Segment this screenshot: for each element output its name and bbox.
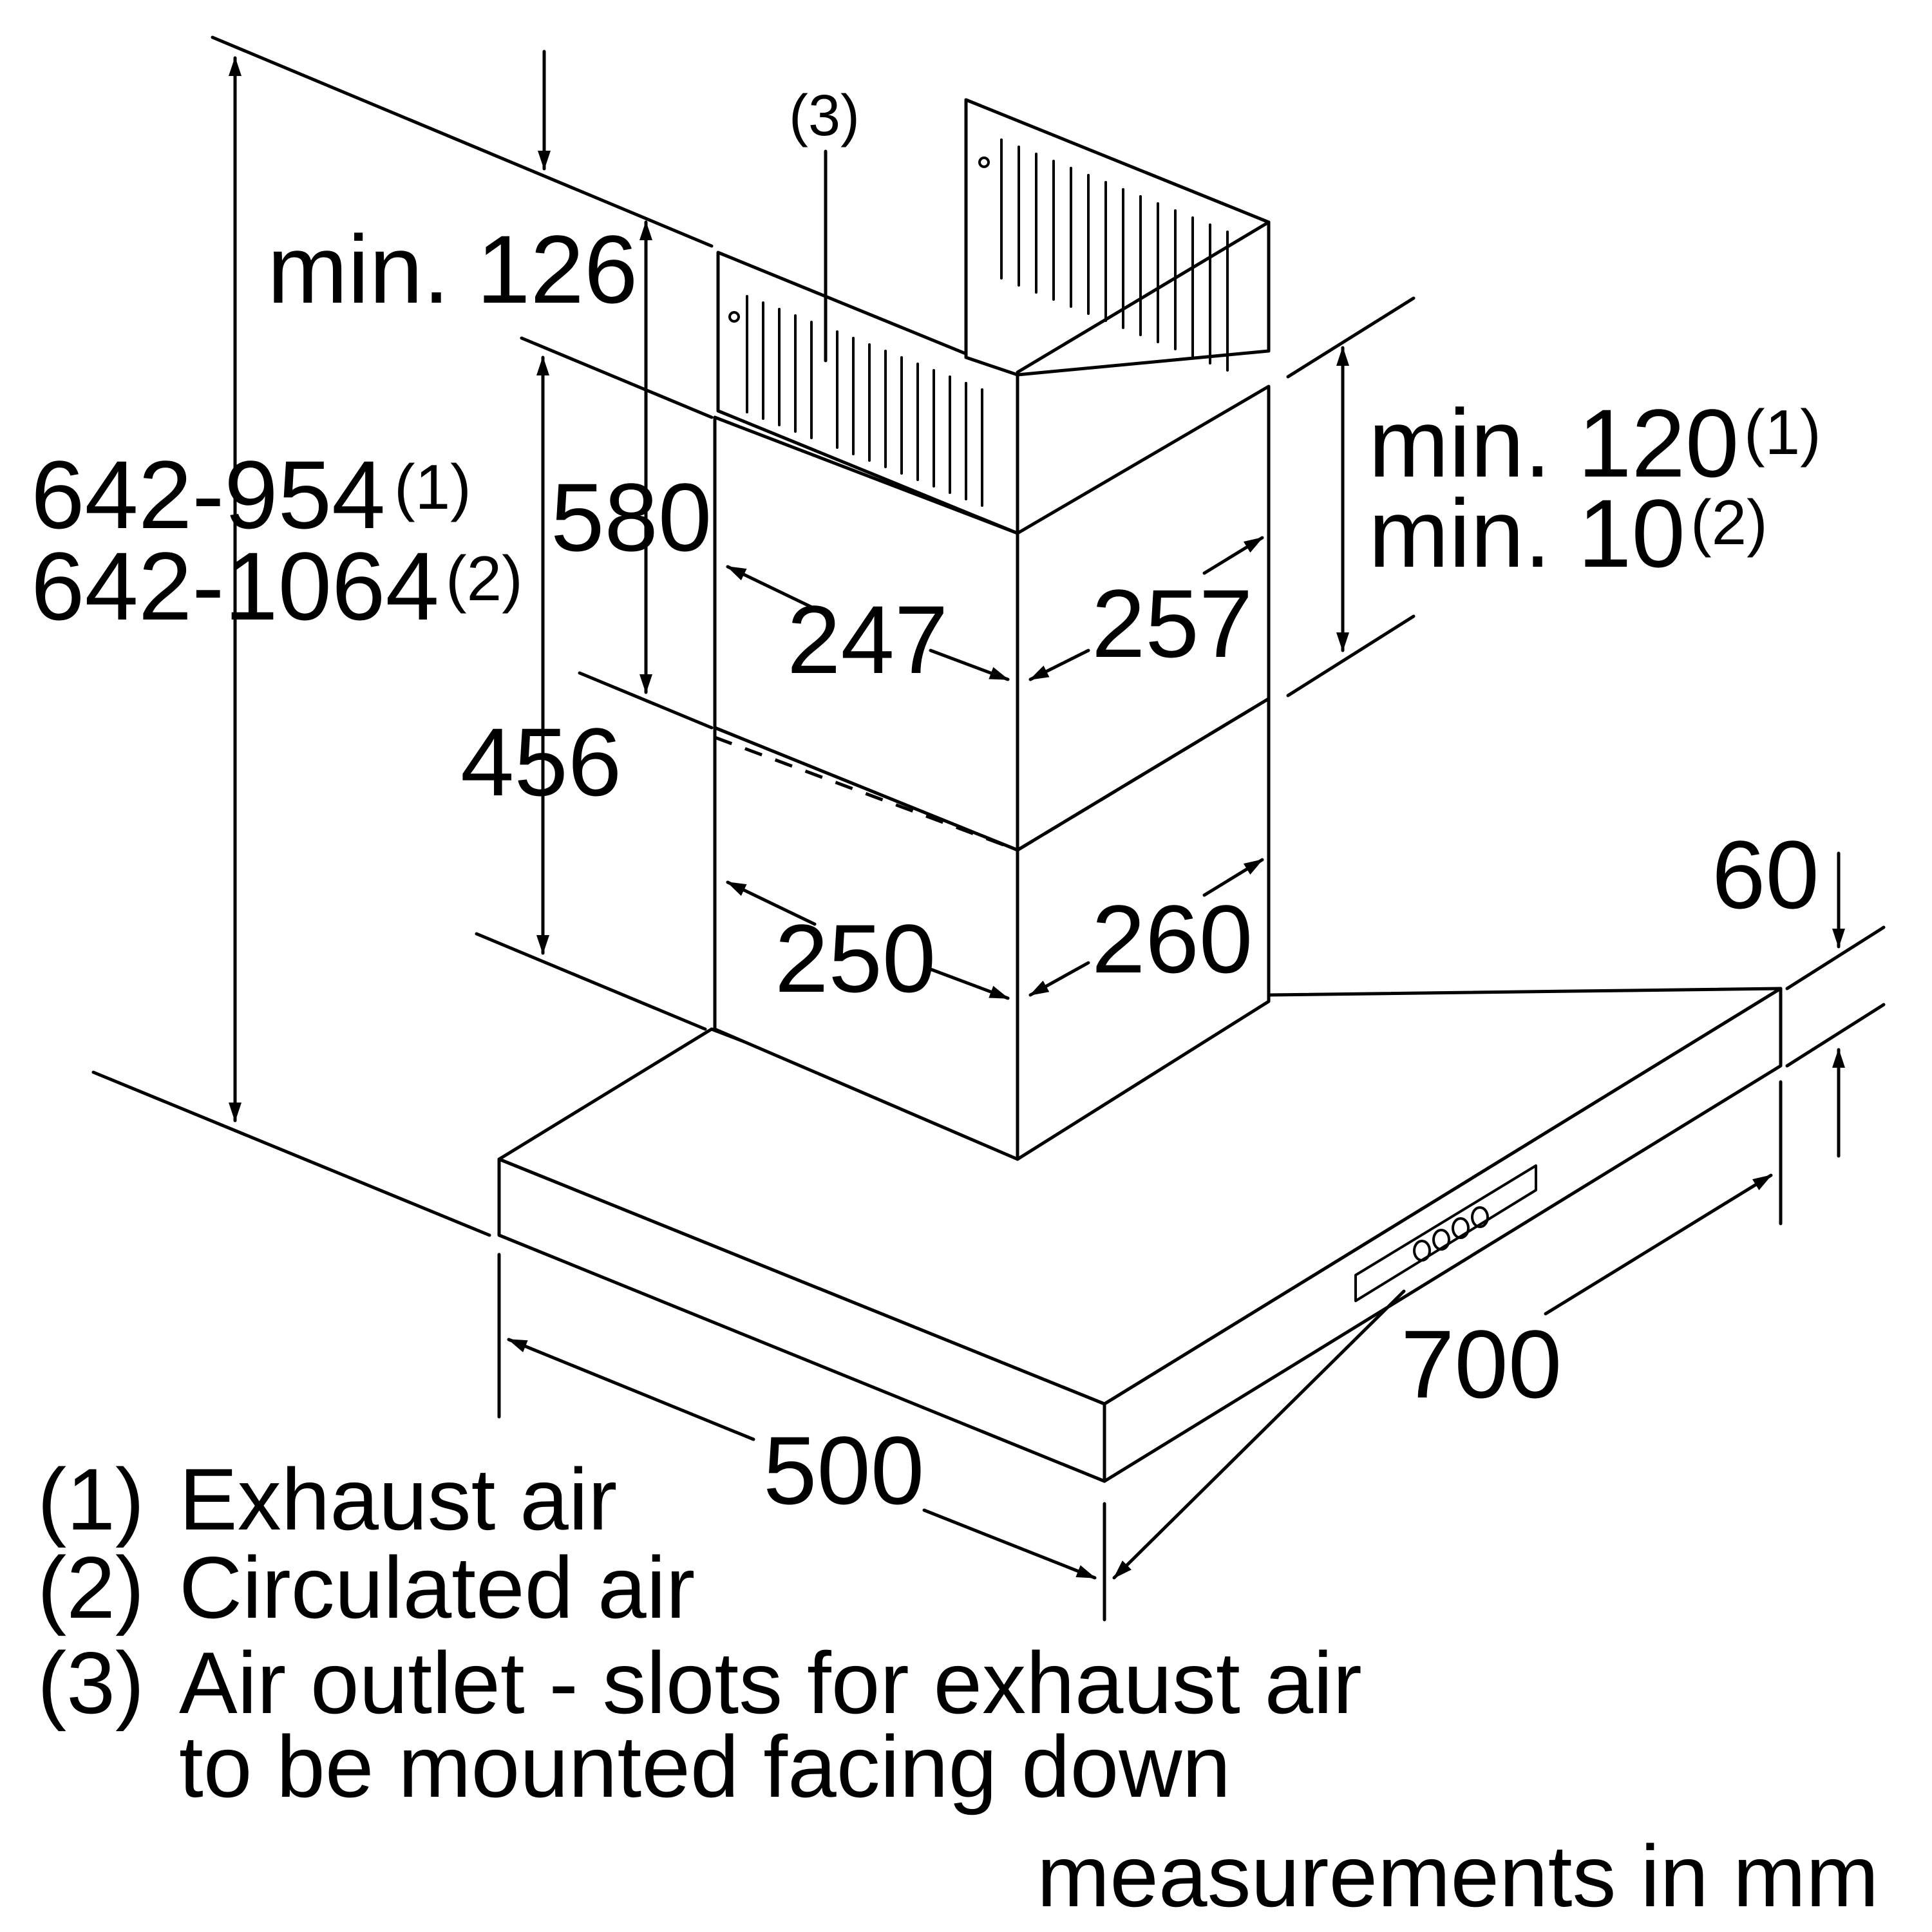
dim-min-10: min. 10 [1368, 479, 1685, 587]
legend-text: Exhaust air [179, 1450, 617, 1548]
telescopic-joint-line [714, 735, 1018, 852]
dim-total-height-exhaust: 642-954 [31, 440, 386, 549]
dim-60: 60 [1712, 820, 1819, 929]
legend-text: to be mounted facing down [179, 1718, 1231, 1815]
extension-lines [91, 35, 1886, 1622]
dim-total-height-circulated: 642-1064 [31, 532, 439, 640]
legend-text: Circulated air [179, 1539, 695, 1636]
note-ref-2: (2) [1690, 487, 1768, 558]
outlet-slots [728, 138, 1229, 507]
dim-247: 247 [787, 585, 948, 694]
dim-250: 250 [775, 904, 936, 1012]
range-hood [497, 98, 1783, 1483]
dim-580: 580 [551, 463, 712, 571]
dim-260: 260 [1092, 885, 1253, 993]
upper-chimney-back-panel [964, 98, 1271, 377]
dim-456: 456 [460, 708, 621, 816]
dim-min-126: min. 126 [267, 215, 638, 323]
telescopic-joint-line [1016, 697, 1270, 852]
dim-700: 700 [1401, 1310, 1562, 1418]
legend-text: Air outlet - slots for exhaust air [179, 1634, 1362, 1732]
legend-num: (2) [37, 1539, 144, 1636]
control-panel [1354, 1164, 1537, 1302]
note-ref-1: (1) [1744, 397, 1821, 468]
canopy-side-face [1103, 987, 1783, 1483]
note-ref-1: (1) [394, 451, 471, 522]
legend-num: (1) [37, 1450, 144, 1548]
callout-3-label: (3) [789, 84, 860, 148]
legend: (1) Exhaust air (2) Circulated air (3) A… [37, 1450, 1362, 1815]
control-knob-icon [1452, 1217, 1470, 1239]
dim-min-120: min. 120 [1368, 389, 1739, 497]
note-ref-2: (2) [446, 543, 523, 614]
dim-500: 500 [763, 1416, 924, 1524]
dimension-labels: min. 126 642-954 (1) 642-1064 (2) 580 45… [31, 84, 1821, 1524]
control-knob-icon [1471, 1206, 1489, 1228]
dimension-arrows [229, 50, 1845, 1580]
legend-num: (3) [37, 1634, 144, 1732]
control-knob-icon [1432, 1229, 1450, 1251]
units-note: measurements in mm [1037, 1827, 1879, 1925]
dim-257: 257 [1092, 569, 1253, 677]
control-knob-icon [1413, 1240, 1431, 1262]
